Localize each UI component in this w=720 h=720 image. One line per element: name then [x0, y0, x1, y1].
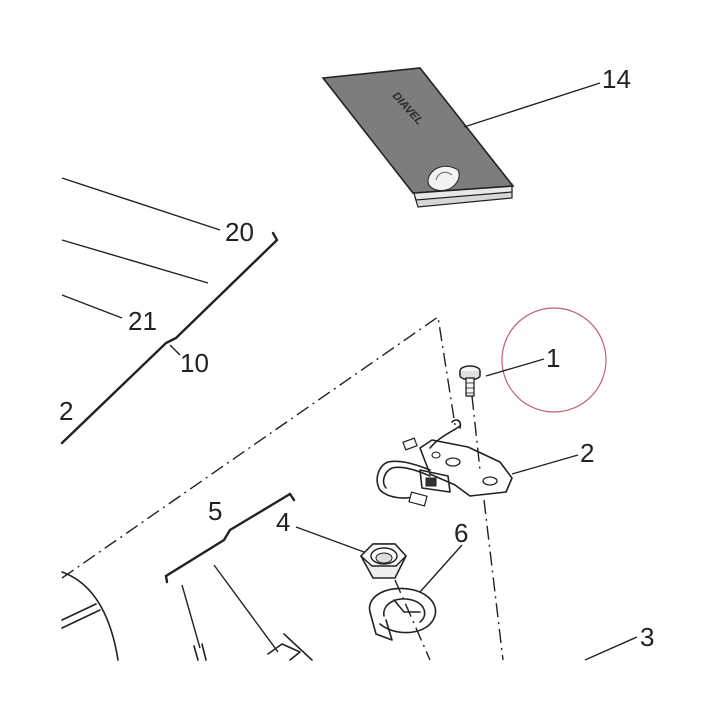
callout-6: 6: [454, 518, 468, 548]
leader-3: [584, 636, 638, 661]
leader-6: [419, 544, 463, 593]
callout-21: 21: [128, 306, 157, 336]
assembly-axis-main: [61, 315, 456, 579]
assembly-axis-clip: [394, 579, 431, 661]
callout-20: 20: [225, 217, 254, 247]
assembly-axis-bolt: [471, 395, 481, 471]
lower-left-component: [61, 571, 313, 661]
hex-nut: [359, 543, 407, 579]
callout-5: 5: [208, 496, 222, 526]
bracket-10: [60, 231, 279, 445]
bolt: [459, 365, 481, 397]
leader-4: [295, 526, 365, 553]
callout-4: 4: [276, 507, 290, 537]
manual-cover: [321, 67, 515, 194]
owners-manual: DIAVEL: [321, 67, 515, 208]
leader-14: [463, 82, 601, 128]
leader-1: [485, 358, 545, 377]
callout-14: 14: [602, 64, 631, 94]
leader-2: [511, 454, 579, 475]
highlight-circle: [501, 307, 607, 413]
bracket-5: [164, 492, 296, 584]
callout-2: 2: [580, 438, 594, 468]
clip: [368, 587, 437, 641]
sensor-bracket: [376, 419, 513, 507]
callout-10: 10: [180, 348, 209, 378]
leader-5-b: [213, 564, 279, 653]
leader-5-a: [181, 584, 201, 649]
leader-20: [61, 177, 221, 231]
manual-logo-drop: [427, 165, 460, 191]
leader-20-b: [61, 239, 209, 284]
leader-10: [169, 344, 181, 356]
callout-3: 3: [640, 622, 654, 652]
leader-21: [61, 294, 123, 319]
callout-2-left: 2: [59, 396, 73, 426]
callout-1: 1: [546, 343, 560, 373]
assembly-axis-lower: [483, 499, 504, 661]
